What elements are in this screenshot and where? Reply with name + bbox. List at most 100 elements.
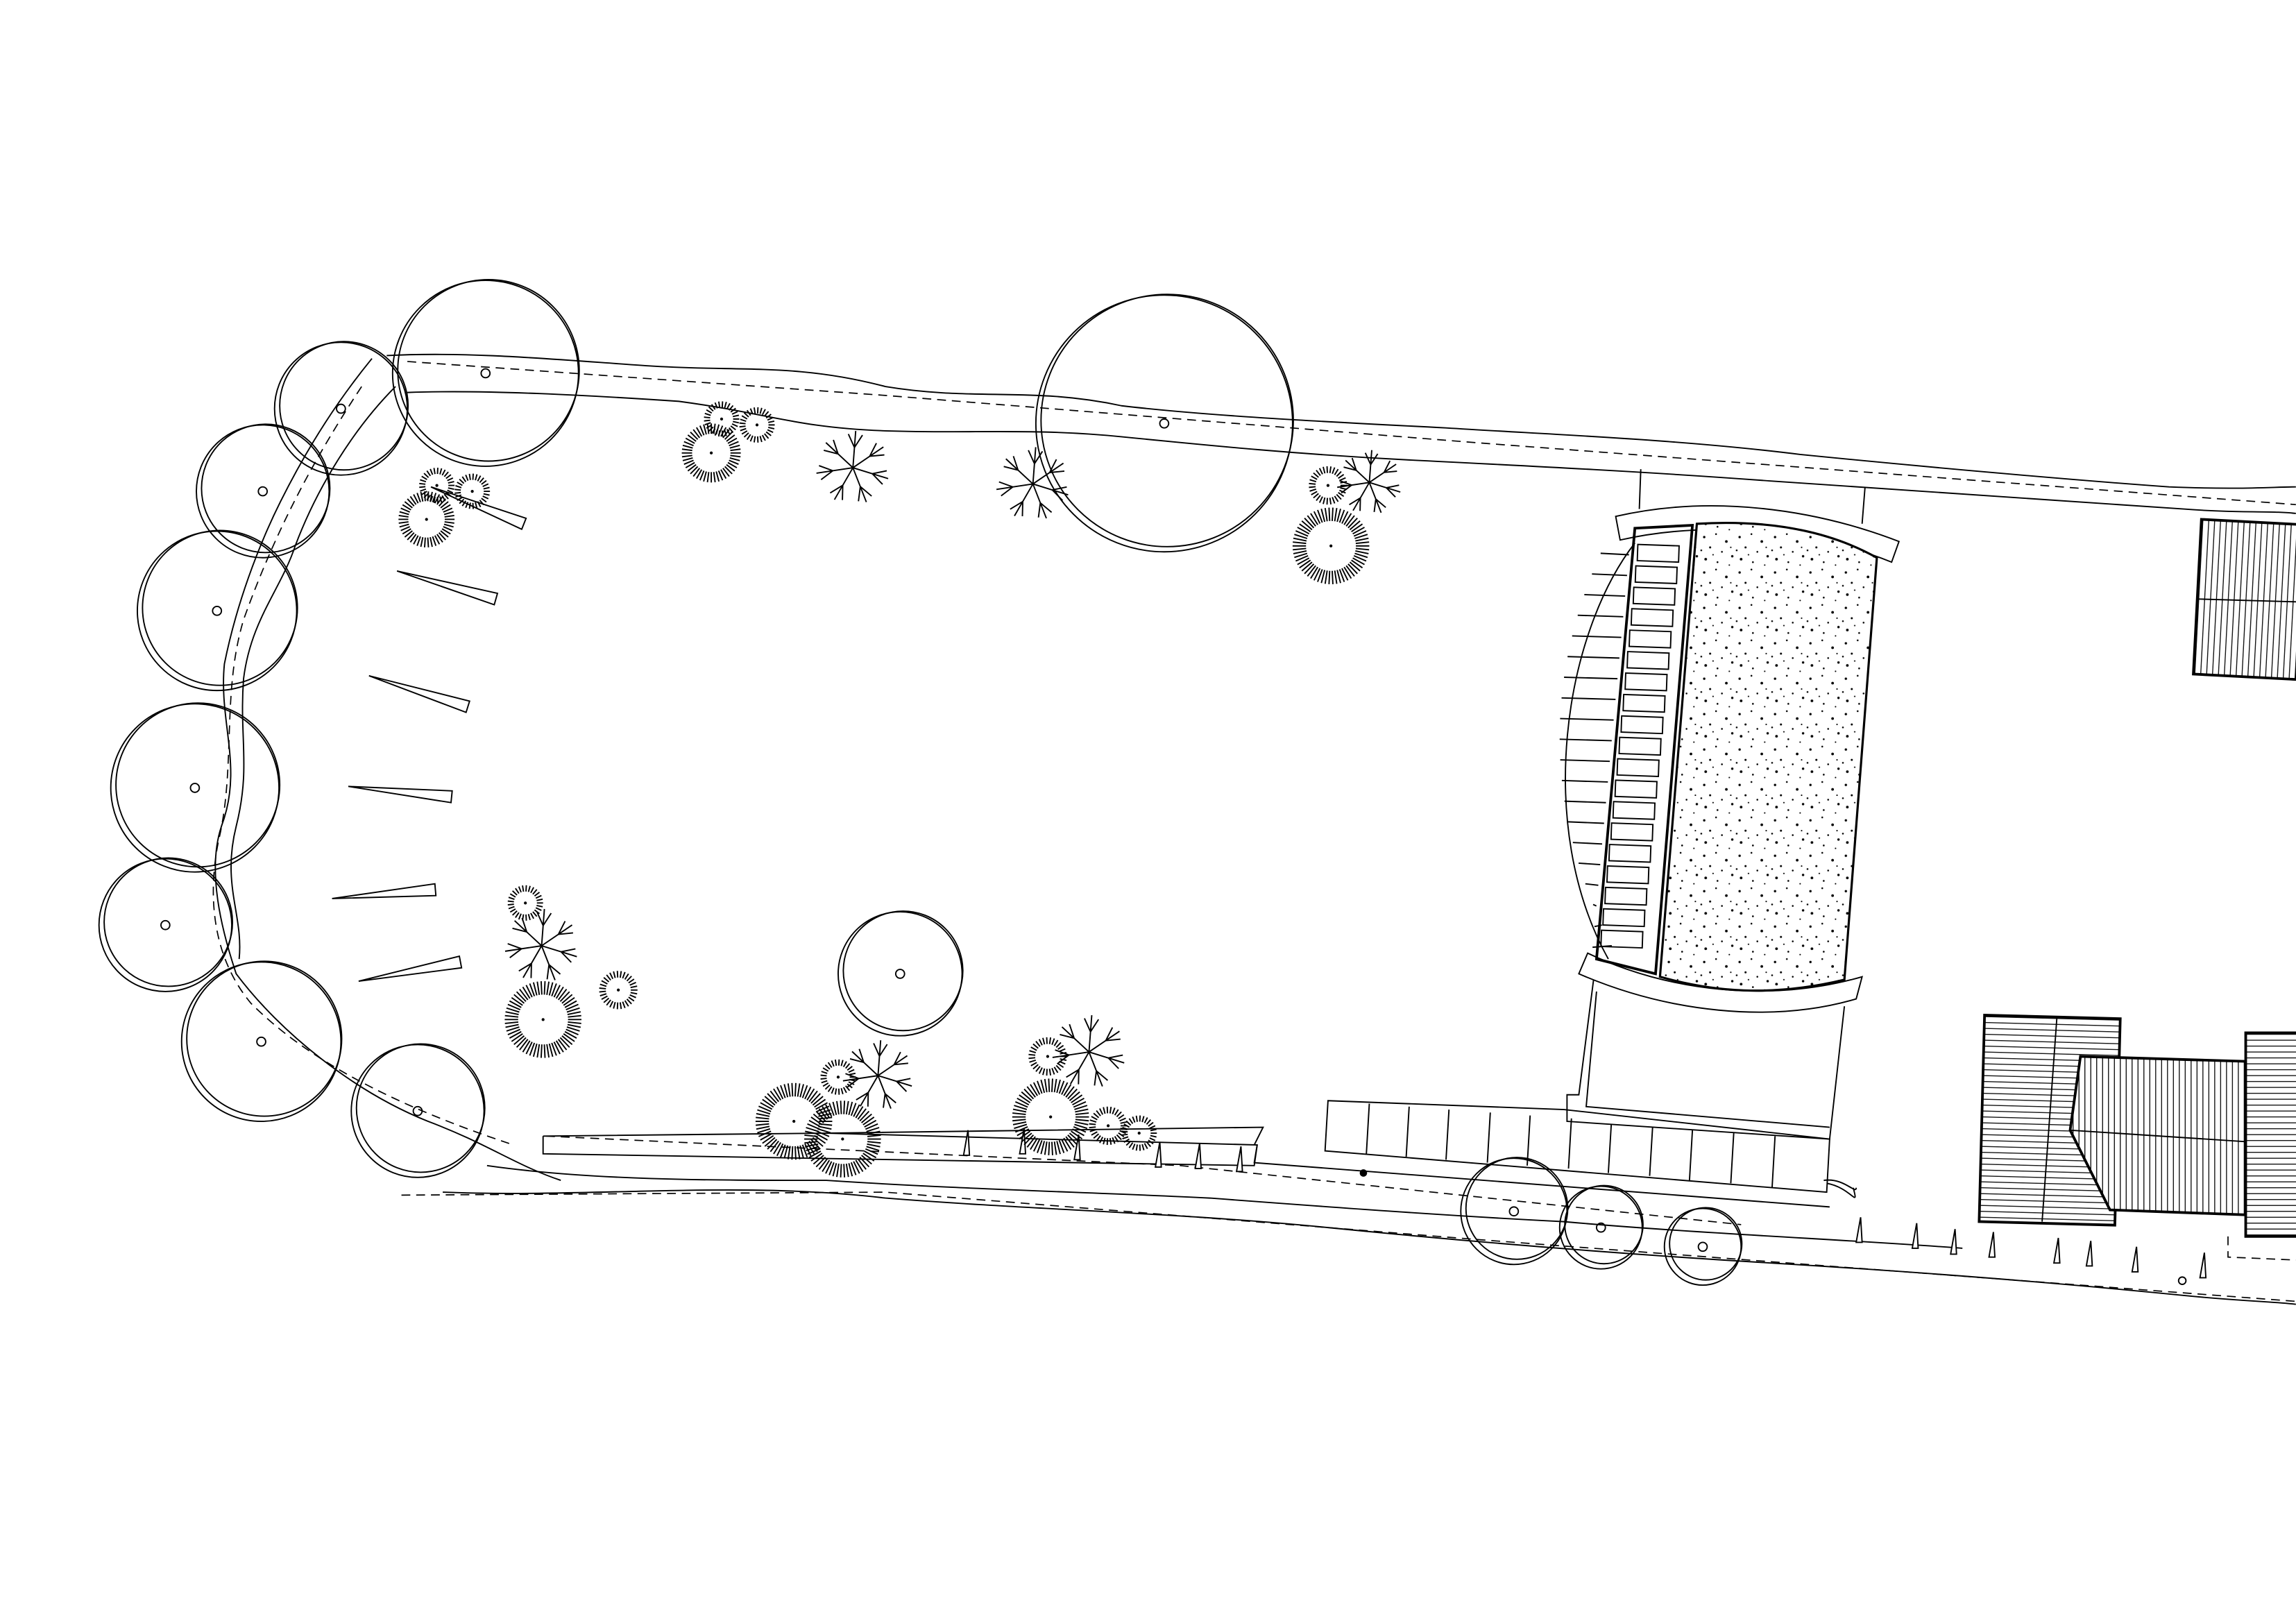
tree-canopy-outline [186, 960, 343, 1117]
lawn-stakes [332, 486, 527, 982]
tree [1460, 1157, 1569, 1266]
south-boundary-upper [486, 1164, 1963, 1249]
lower-curved-beam [1578, 952, 1864, 1013]
shrub-centre [1137, 1131, 1141, 1135]
deck-board [1579, 862, 1601, 866]
cottage-wing-divider [2041, 1018, 2058, 1222]
tree [180, 960, 343, 1122]
trees [98, 278, 1743, 1286]
stepping-stone [1634, 565, 1678, 584]
stepping-stone [1614, 779, 1658, 799]
tree-canopy [1460, 1157, 1568, 1266]
tree [391, 278, 580, 467]
star-shrub [504, 908, 577, 980]
south-boundary-lower [443, 1189, 2296, 1305]
deck-board [1561, 697, 1616, 700]
shrub-centre [841, 1137, 844, 1141]
deck-board [1564, 800, 1606, 804]
cottage-path-dashed [2227, 1236, 2296, 1261]
shrub-centre [709, 451, 713, 454]
shrub-centre [1326, 484, 1330, 487]
star-shrub [996, 447, 1069, 519]
shrub-centre [1329, 544, 1333, 547]
tree-canopy [1035, 294, 1293, 553]
spiky-shrub [398, 491, 455, 547]
tree [837, 910, 964, 1037]
post-marker [1359, 1169, 1368, 1177]
shrub-branches [1337, 450, 1401, 513]
tree-canopy [180, 961, 342, 1122]
tree-canopy [196, 424, 330, 559]
tree-trunk [256, 1036, 266, 1047]
tree-canopy [136, 530, 298, 692]
deck-board [1572, 842, 1603, 845]
garden-pavilion [1253, 469, 1900, 1208]
shrub-spikes [454, 473, 491, 509]
tree-canopy [98, 858, 232, 992]
tree-trunk [412, 1105, 423, 1116]
west-boundary-a [214, 358, 561, 1181]
spiky-shrub [454, 473, 491, 509]
shrub-branches [504, 908, 577, 980]
tree-canopy [273, 341, 409, 476]
tree [273, 341, 409, 476]
tree [1663, 1207, 1743, 1286]
stepping-stone [1604, 886, 1648, 906]
stepping-stone [1620, 715, 1664, 735]
fence-stake [1855, 1217, 1863, 1243]
deck-board [1559, 738, 1612, 742]
shrub-spikes [739, 407, 775, 443]
shrub-spikes [804, 1101, 881, 1178]
shed-ridge [2198, 598, 2296, 603]
stepping-stone [1608, 844, 1652, 863]
shrub-spikes [704, 401, 740, 437]
shrub-centre [1049, 1115, 1053, 1119]
fence-stake [1911, 1223, 1919, 1249]
stepping-strip-frame [1595, 523, 1694, 976]
stepping-stone [1629, 629, 1672, 649]
spiky-shrub [704, 401, 740, 437]
shrub-spikes [599, 971, 638, 1010]
lawn-stake [332, 883, 437, 899]
fence-stake [1235, 1146, 1243, 1173]
tree-canopy-outline [201, 423, 331, 554]
shrub-spikes [507, 885, 543, 921]
lawn-stake [348, 785, 453, 804]
fence-stake [2052, 1237, 2061, 1264]
spiky-shrub [1089, 1106, 1128, 1146]
lawn-stake [396, 570, 499, 606]
north-boundary-dashed [407, 361, 2296, 506]
tree-trunk [189, 783, 201, 793]
stepping-stone [1632, 586, 1676, 606]
tree-canopy-outline [1669, 1207, 1743, 1281]
tree-canopy-outline [1040, 294, 1294, 547]
tree-trunk [257, 486, 269, 497]
terrace-step [1253, 1144, 1857, 1208]
shrub-centre [755, 423, 759, 427]
west-boundary-b [230, 386, 396, 960]
deck-board [1572, 635, 1622, 638]
shrub-spikes [1121, 1115, 1157, 1151]
deck-board [1592, 573, 1627, 577]
deck-board [1564, 677, 1618, 680]
star-shrub [1337, 450, 1401, 513]
stepping-stone [1626, 651, 1670, 670]
south-boundary-dashed [401, 1191, 2296, 1302]
shrub-branches [996, 447, 1069, 519]
spiky-shrub [1012, 1078, 1089, 1155]
spiky-shrub [1309, 466, 1347, 505]
deck-board [1600, 552, 1629, 556]
shrub-branches [1052, 1015, 1125, 1087]
shed-north-east [2192, 518, 2296, 681]
curved-deck [1565, 542, 1635, 960]
shrub-centre [792, 1119, 796, 1123]
tree [1035, 294, 1294, 553]
paved-terrace [1324, 1100, 1830, 1193]
stepping-stone [1600, 929, 1644, 949]
deck-board [1560, 717, 1614, 721]
deck-board [1585, 883, 1599, 886]
shrub-centre [425, 518, 428, 521]
stepping-stone [1616, 758, 1660, 777]
tree-canopy [391, 280, 579, 467]
spiky-shrub [1292, 507, 1370, 585]
